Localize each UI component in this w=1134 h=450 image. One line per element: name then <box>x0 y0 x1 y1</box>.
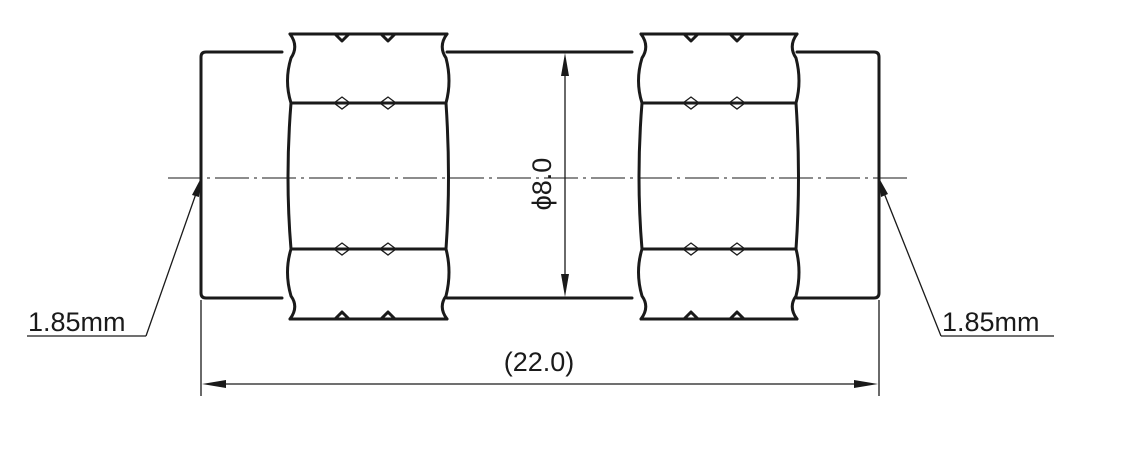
right-body-end <box>795 50 881 300</box>
diameter-dimension <box>561 53 569 297</box>
length-label: (22.0) <box>504 347 575 377</box>
length-dimension <box>200 300 880 396</box>
diameter-label: ϕ8.0 <box>527 158 557 211</box>
center-body <box>445 50 634 300</box>
left-hex-nut <box>286 32 451 321</box>
left-leader <box>27 178 201 337</box>
left-body-end <box>199 50 284 300</box>
right-leader <box>879 178 1054 337</box>
right-hex-nut <box>637 32 801 321</box>
left-size-label: 1.85mm <box>28 307 126 337</box>
right-size-label: 1.85mm <box>942 307 1040 337</box>
